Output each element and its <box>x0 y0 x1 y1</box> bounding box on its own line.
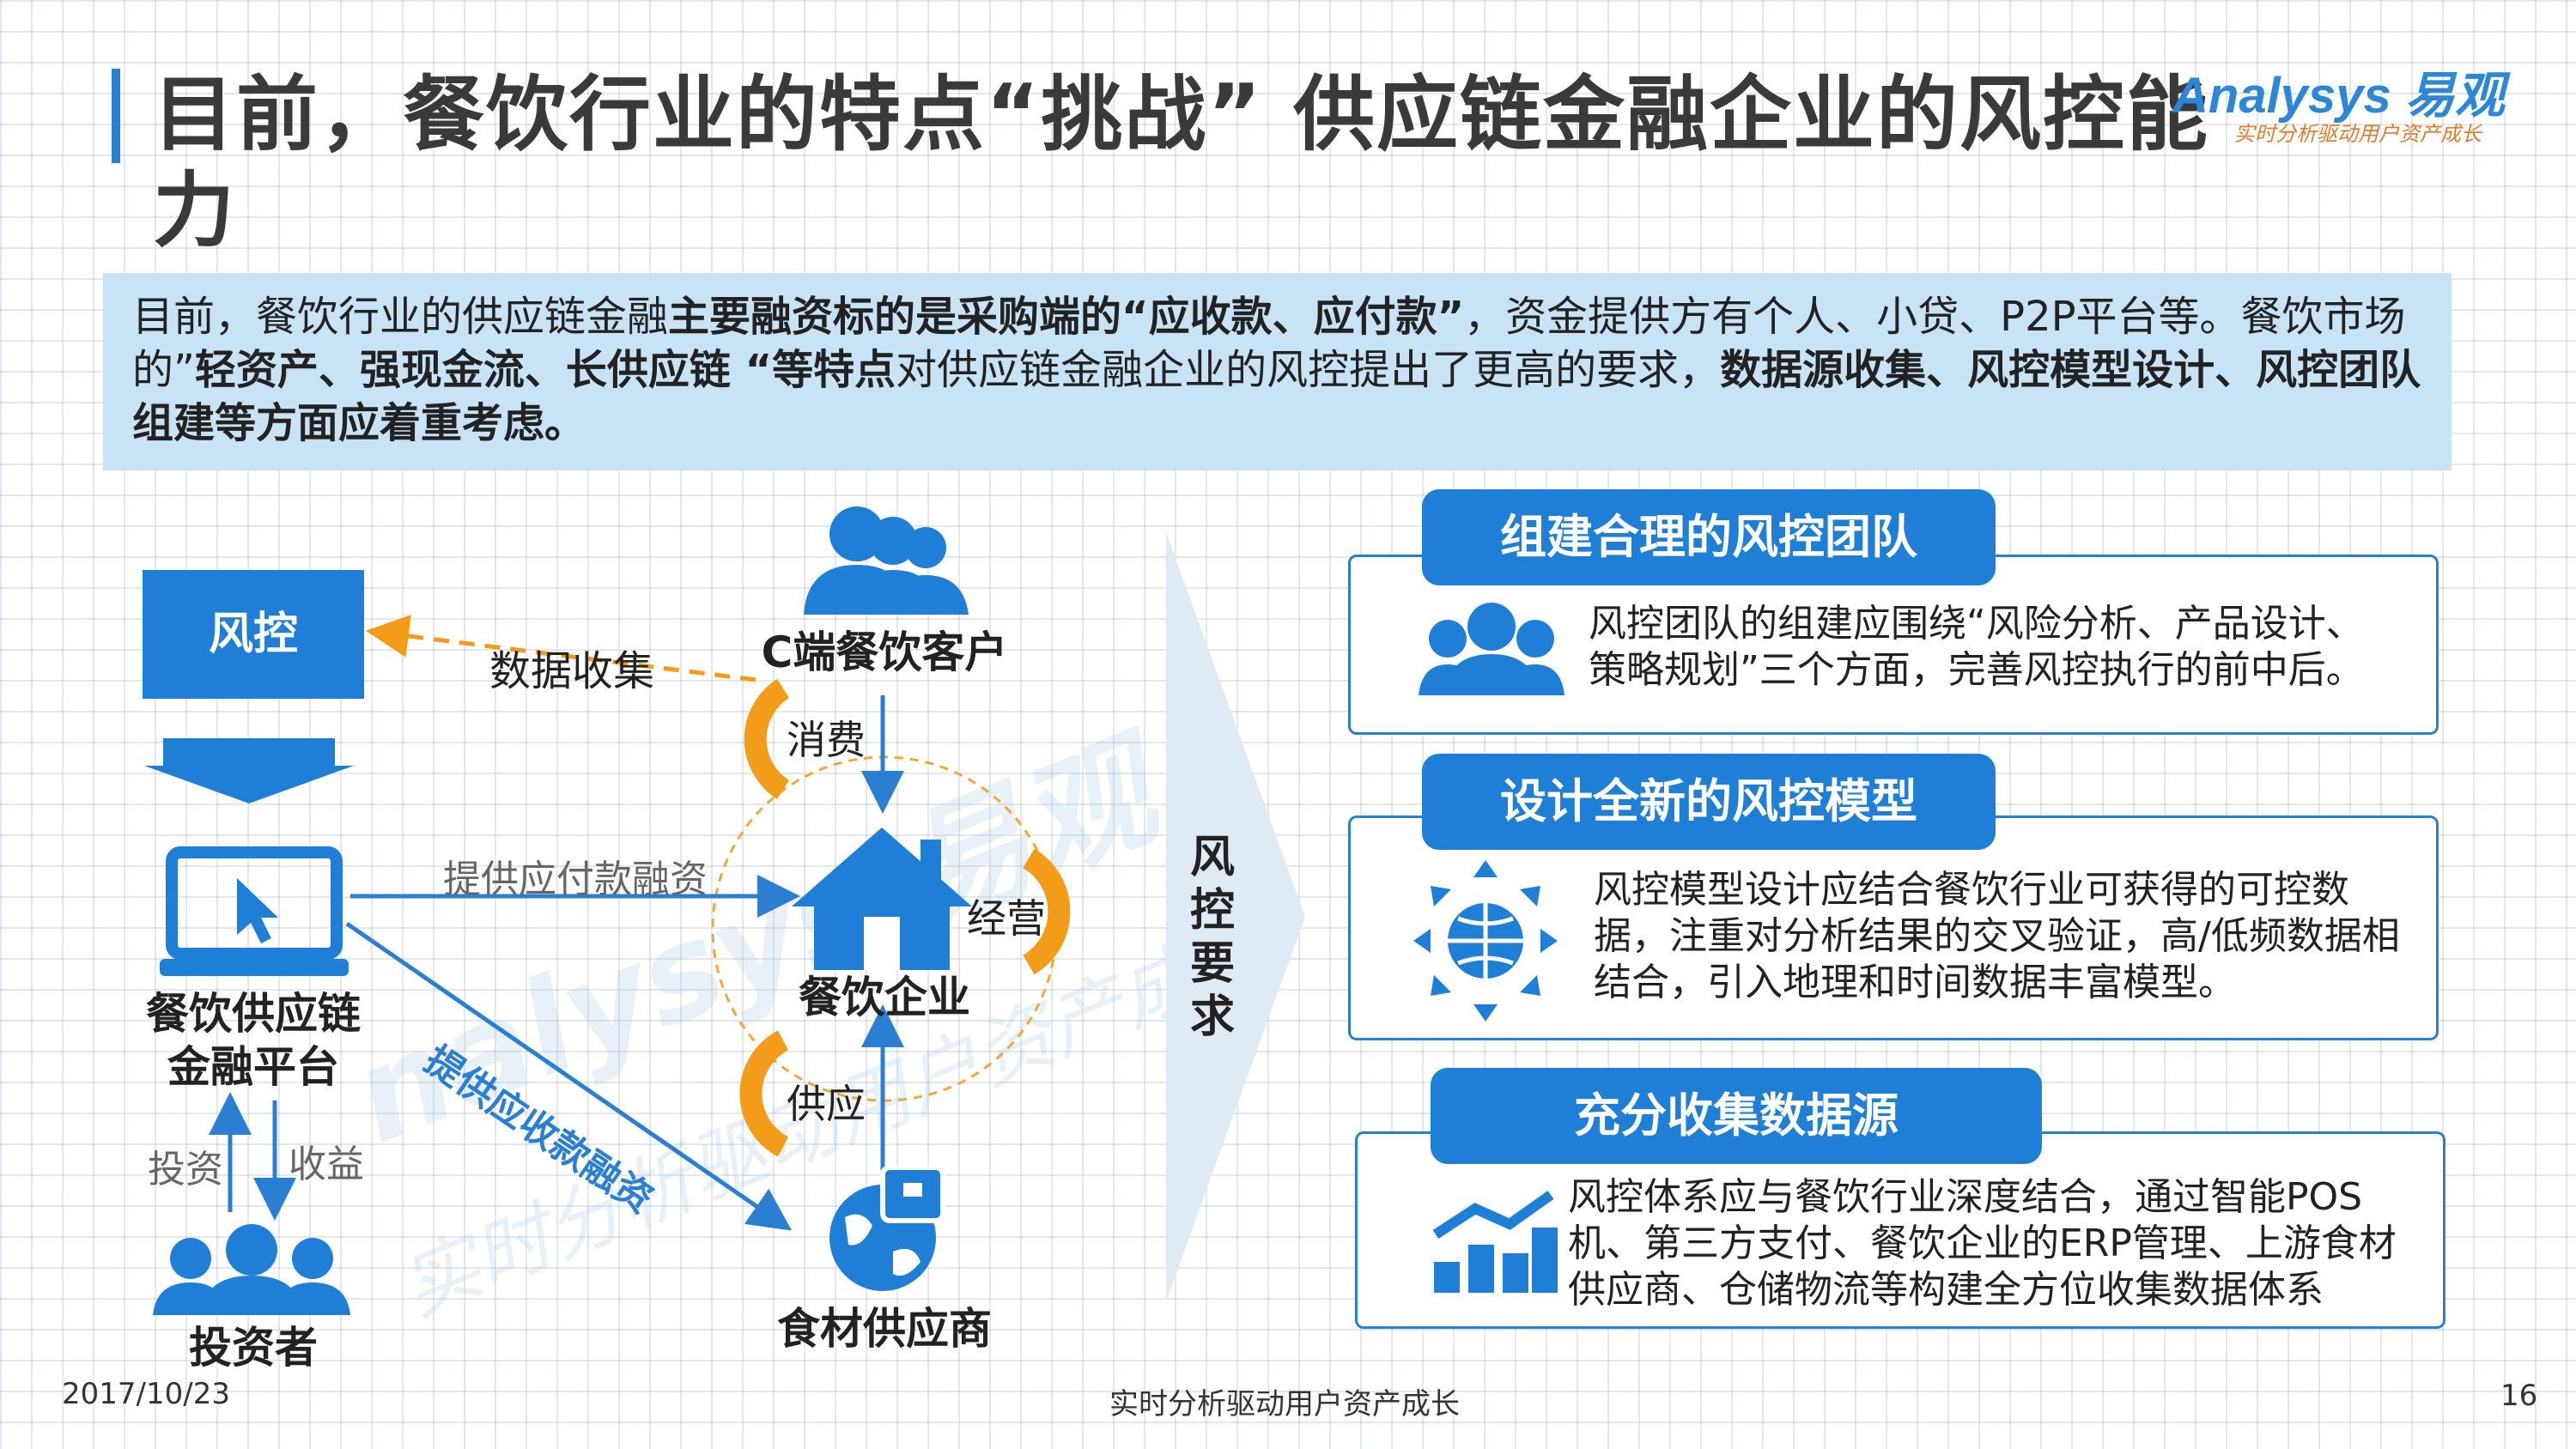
intro-bold-2: 轻资产、强现金流、长供应链 “等特点 <box>194 346 896 394</box>
card-team-title: 组建合理的风控团队 <box>1422 489 1996 585</box>
card-model-text: 风控模型设计应结合餐饮行业可获得的可控数据，注重对分析结果的交叉验证，高/低频数… <box>1594 868 2400 1004</box>
analysys-logo: Analysys 易观 实时分析驱动用户资产成长 <box>2172 55 2524 149</box>
enterprise-label: 餐饮企业 <box>799 973 970 1022</box>
intro-bold-1: 主要融资标的是采购端的“应收款、应付款” <box>668 293 1465 341</box>
big-chevron <box>1166 532 1305 1301</box>
team-icon <box>1419 603 1564 695</box>
footer-date: 2017/10/23 <box>62 1377 230 1411</box>
operate-arc <box>1022 848 1071 975</box>
laptop-icon <box>160 846 349 976</box>
customer-label: C端餐饮客户 <box>761 627 1008 677</box>
customers-icon <box>804 506 969 615</box>
invest-label: 投资 <box>148 1148 223 1191</box>
investor-label: 投资者 <box>189 1323 318 1373</box>
receivable-finance-arrow <box>345 921 793 1231</box>
intro-text-2: ，资金提供方有个人、小贷、P2P平台等。餐饮市场的” <box>132 293 2406 394</box>
globe-arrows-icon <box>1413 860 1558 1022</box>
payable-finance-label: 提供应付款融资 <box>443 858 708 901</box>
intro-text-3: 对供应链金融企业的风控提出了更高的要求， <box>896 346 1721 394</box>
income-label: 收益 <box>289 1143 364 1186</box>
supply-label: 供应 <box>787 1081 866 1127</box>
intro-box: 目前，餐饮行业的供应链金融主要融资标的是采购端的“应收款、应付款”，资金提供方有… <box>103 273 2451 470</box>
supply-arc <box>739 1030 789 1157</box>
card-team-text: 风控团队的组建应围绕“风险分析、产品设计、策略规划”三个方面，完善风控执行的前中… <box>1589 602 2364 692</box>
card-model-title: 设计全新的风控模型 <box>1422 754 1996 850</box>
title-accent-bar <box>112 69 120 163</box>
card-data-title: 充分收集数据源 <box>1431 1068 2042 1164</box>
consume-arc <box>744 679 790 799</box>
globe-box-icon <box>829 1166 945 1291</box>
footer-slogan: 实时分析驱动用户资产成长 <box>1109 1387 1460 1422</box>
operate-label: 经营 <box>967 895 1046 942</box>
page-number: 16 <box>2500 1379 2538 1413</box>
data-collect-arrow <box>366 615 756 682</box>
page-title: 目前，餐饮行业的特点“挑战” 供应链金融企业的风控能力 <box>153 68 2209 258</box>
risk-box: 风控 <box>143 570 364 699</box>
house-icon <box>792 828 972 970</box>
intro-text-1: 目前，餐饮行业的供应链金融 <box>132 293 669 341</box>
logo-name: Analysys 易观 <box>2172 68 2505 124</box>
down-arrow-icon <box>144 738 354 803</box>
investor-icon <box>153 1224 350 1315</box>
risk-requirement-label: 风控要求 <box>1189 832 1235 1043</box>
platform-label: 餐饮供应链金融平台 <box>146 989 361 1092</box>
chart-growth-icon <box>1432 1191 1558 1293</box>
supplier-label: 食材供应商 <box>777 1304 992 1354</box>
logo-slogan: 实时分析驱动用户资产成长 <box>2234 122 2482 146</box>
intro-bold-3: 数据源收集、风控模型设计、风控团队组建等方面应着重考虑。 <box>132 346 2421 447</box>
card-data-text: 风控体系应与餐饮行业深度结合，通过智能POS机、第三方支付、餐饮企业的ERP管理… <box>1568 1175 2397 1312</box>
data-collect-label: 数据收集 <box>489 647 655 695</box>
consume-label: 消费 <box>787 717 866 763</box>
